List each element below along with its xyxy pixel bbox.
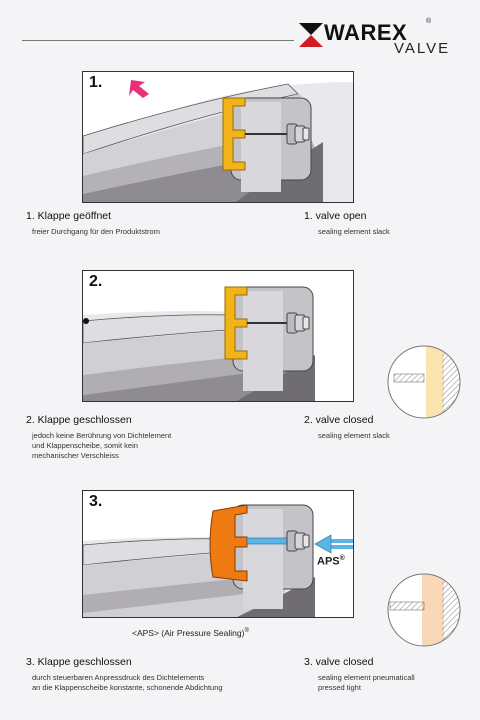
section-3-en-title: 3. valve closed — [304, 656, 374, 668]
caption-registered: ® — [244, 628, 249, 635]
caption-text: <APS> (Air Pressure Sealing) — [132, 628, 245, 638]
brand-registered: ® — [426, 18, 432, 25]
section-1-en-text: sealing element slack — [318, 227, 390, 237]
panel-number: 1. — [89, 74, 103, 91]
text-line: sealing element slack — [318, 431, 390, 440]
diagram-panel-3: 3. APS® — [82, 490, 354, 618]
diagram-panel-2: 2. — [82, 270, 354, 402]
section-2-en-title: 2. valve closed — [304, 414, 374, 426]
text-line: und Klappenscheibe, somit kein — [32, 441, 138, 450]
text-line: mechanischer Verschleiss — [32, 451, 119, 460]
text-line: sealing element pneumaticall — [318, 673, 415, 682]
section-3-de-title: 3. Klappe geschlossen — [26, 656, 132, 668]
push-arrow-icon — [129, 80, 149, 98]
text-line: freier Durchgang für den Produktstrom — [32, 227, 160, 236]
valve-open-illustration — [83, 80, 353, 202]
text-line: durch steuerbaren Anpressdruck des Dicht… — [32, 673, 205, 682]
text-line: sealing element slack — [318, 227, 390, 236]
air-flow-arrow-icon — [314, 534, 353, 554]
brand-name: WAREX — [324, 20, 408, 45]
header-rule — [22, 40, 294, 41]
section-2-de-title: 2. Klappe geschlossen — [26, 414, 132, 426]
section-1-en-title: 1. valve open — [304, 210, 367, 222]
section-3-de-text: durch steuerbaren Anpressdruck des Dicht… — [32, 673, 223, 693]
aps-text: APS — [317, 555, 340, 568]
warex-logo: WAREX ® VALVE — [296, 18, 466, 58]
detail-circle-pressed — [387, 573, 461, 647]
section-2-en-text: sealing element slack — [318, 431, 390, 441]
text-line: jedoch keine Berührung von Dichtelement — [32, 431, 172, 440]
section-2-de-text: jedoch keine Berührung von Dichtelement … — [32, 431, 171, 461]
aps-registered: ® — [339, 555, 345, 562]
valve-closed-illustration — [83, 286, 315, 401]
aps-label: APS® — [317, 555, 345, 568]
aps-caption: <APS> (Air Pressure Sealing)® — [132, 628, 249, 638]
text-line: an die Klappenscheibe konstante, schonen… — [32, 683, 223, 692]
brand-subtitle: VALVE — [394, 40, 451, 57]
valve-aps-illustration — [83, 504, 353, 617]
detail-circle-slack — [387, 345, 461, 419]
warex-hourglass-icon — [299, 23, 323, 47]
section-3-en-text: sealing element pneumaticall pressed tig… — [318, 673, 415, 693]
text-line: pressed tight — [318, 683, 361, 692]
panel-number: 2. — [89, 273, 103, 290]
section-1-de-text: freier Durchgang für den Produktstrom — [32, 227, 160, 237]
panel-number: 3. — [89, 493, 103, 510]
section-1-de-title: 1. Klappe geöffnet — [26, 210, 112, 222]
diagram-panel-1: 1. — [82, 71, 354, 203]
